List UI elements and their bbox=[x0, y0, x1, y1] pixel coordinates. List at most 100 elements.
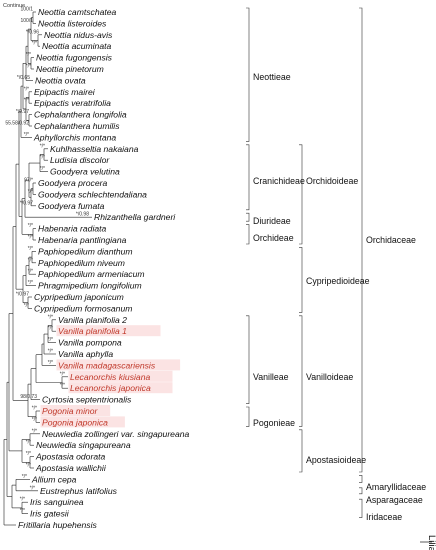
support-value: */* bbox=[28, 246, 33, 252]
taxon-label: Aphyllorchis montana bbox=[33, 132, 116, 142]
taxon-label: Vanilla planifolia 2 bbox=[58, 315, 127, 325]
tribe-vanilleae: Vanilleae bbox=[253, 372, 289, 382]
taxon-label: Lecanorchis japonica bbox=[70, 383, 151, 393]
support-value: */* bbox=[28, 269, 33, 275]
family-orchidaceae: Orchidaceae bbox=[366, 235, 416, 245]
taxon-label: Cypripedium japonicum bbox=[34, 292, 124, 302]
support-value: */* bbox=[28, 235, 33, 241]
taxon-label: Epipactis mairei bbox=[34, 87, 96, 97]
taxon-label: Vanilla planifolia 1 bbox=[58, 326, 127, 336]
taxon-label: Vanilla pompona bbox=[58, 338, 122, 348]
bracket-pogonieae bbox=[246, 406, 250, 427]
support-value: */* bbox=[26, 463, 31, 469]
support-value: */* bbox=[40, 155, 45, 161]
taxon-label: Cypripedium formosanum bbox=[34, 303, 132, 313]
support-value: */* bbox=[60, 383, 65, 389]
support-value: */* bbox=[26, 64, 31, 70]
support-value: */* bbox=[26, 451, 31, 457]
support-value: */* bbox=[26, 440, 31, 446]
support-value: */* bbox=[48, 360, 53, 366]
taxon-label: Phragmipedium longifolium bbox=[38, 281, 142, 291]
bracket-orchideae bbox=[246, 224, 250, 245]
support-value: */* bbox=[20, 508, 25, 514]
bracket-orchidoideae bbox=[299, 144, 303, 245]
support-value: */0.97 bbox=[16, 109, 29, 115]
bracket-asparagaceae bbox=[359, 487, 363, 495]
taxon-label: Neottia fugongensis bbox=[36, 53, 113, 63]
support-values: 100/1100/1*/0.96*/**/**/**/0.65*/**/**/0… bbox=[5, 7, 89, 515]
taxon-label: Vanilla aphylla bbox=[58, 349, 113, 359]
support-value: */* bbox=[48, 349, 53, 355]
support-value: 98/0.73 bbox=[20, 394, 37, 400]
bracket-orchidaceae bbox=[359, 7, 363, 473]
support-value: */0.97 bbox=[16, 292, 29, 298]
bracket-apostasioideae bbox=[299, 429, 303, 473]
support-value: */* bbox=[32, 41, 37, 47]
tribe-orchideae: Orchideae bbox=[253, 233, 294, 243]
support-value: */* bbox=[20, 497, 25, 503]
highlight-boxes bbox=[40, 325, 181, 428]
subfamily-vanilloideae: Vanilloideae bbox=[306, 372, 353, 382]
taxon-label: Epipactis veratrifolia bbox=[34, 98, 111, 108]
taxon-label: Neottia ovata bbox=[35, 75, 86, 85]
support-value: */* bbox=[40, 166, 45, 172]
family-asparagaceae: Asparagaceae bbox=[366, 495, 423, 505]
tribe-diurideae: Diurideae bbox=[253, 216, 291, 226]
taxon-label: Rhizanthella gardneri bbox=[94, 212, 176, 222]
family-iridaceae: Iridaceae bbox=[366, 512, 402, 522]
taxon-label: Neottia camtschatea bbox=[38, 7, 117, 17]
support-value: */* bbox=[32, 428, 37, 434]
highlight-box bbox=[68, 382, 173, 394]
bracket-iridaceae bbox=[359, 498, 363, 518]
subfamily-orchidoideae: Orchidoideae bbox=[306, 176, 358, 186]
bracket-amaryllidaceae bbox=[359, 475, 363, 483]
taxon-label: Apostasia wallichii bbox=[35, 463, 107, 473]
support-value: */* bbox=[24, 98, 29, 104]
highlight-box bbox=[40, 416, 125, 428]
support-value: */* bbox=[24, 86, 29, 92]
order-liliales: Liliales bbox=[426, 535, 436, 550]
support-value: */* bbox=[28, 257, 33, 263]
support-value: 100/1 bbox=[20, 18, 33, 24]
taxon-label: Neottia nidus-avis bbox=[44, 30, 113, 40]
taxon-label: Paphiopedilum niveum bbox=[38, 258, 125, 268]
support-value: */0.65 bbox=[17, 75, 30, 81]
bracket-cypripedioideae bbox=[299, 247, 303, 313]
support-value: */* bbox=[30, 485, 35, 491]
subfamily-cypripedioideae: Cypripedioideae bbox=[306, 276, 370, 286]
tree-branches bbox=[3, 11, 92, 526]
tribe-cranichideae: Cranichideae bbox=[253, 176, 305, 186]
taxon-label: Fritillaria hupehensis bbox=[18, 520, 98, 530]
taxon-label: Vanilla madagascariensis bbox=[58, 360, 156, 370]
taxon-label: Goodyera procera bbox=[38, 178, 107, 188]
taxon-label: Neottia pinetorum bbox=[36, 64, 104, 74]
taxon-label: Goodyera velutina bbox=[50, 167, 120, 177]
support-value: */* bbox=[28, 280, 33, 286]
highlight-box bbox=[56, 325, 161, 337]
highlight-box bbox=[68, 370, 173, 382]
taxon-label: Apostasia odorata bbox=[35, 452, 105, 462]
taxon-label: Goodyera fumata bbox=[38, 201, 105, 211]
taxon-label: Neottia listeroides bbox=[38, 18, 107, 28]
taxon-label: Kuhlhasseltia nakaiana bbox=[50, 144, 139, 154]
support-value: */* bbox=[48, 314, 53, 320]
support-value: */* bbox=[22, 474, 27, 480]
support-value: */* bbox=[60, 371, 65, 377]
support-value: */* bbox=[26, 52, 31, 58]
taxon-label: Pogonia minor bbox=[42, 406, 99, 416]
highlight-box bbox=[56, 359, 181, 371]
support-value: 55.58/0.92 bbox=[5, 121, 29, 127]
taxon-label: Paphiopedilum armeniacum bbox=[38, 269, 145, 279]
support-value: */* bbox=[40, 143, 45, 149]
tribe-pogonieae: Pogonieae bbox=[253, 418, 295, 428]
taxon-label: Cephalanthera longifolia bbox=[34, 110, 127, 120]
family-amaryllidaceae: Amaryllidaceae bbox=[366, 482, 426, 492]
support-value: */* bbox=[48, 326, 53, 332]
taxon-label: Lecanorchis kiusiana bbox=[70, 372, 150, 382]
support-value: 97/* bbox=[24, 178, 33, 184]
support-value: */* bbox=[32, 417, 37, 423]
support-value: */* bbox=[28, 223, 33, 229]
support-value: */* bbox=[24, 132, 29, 138]
